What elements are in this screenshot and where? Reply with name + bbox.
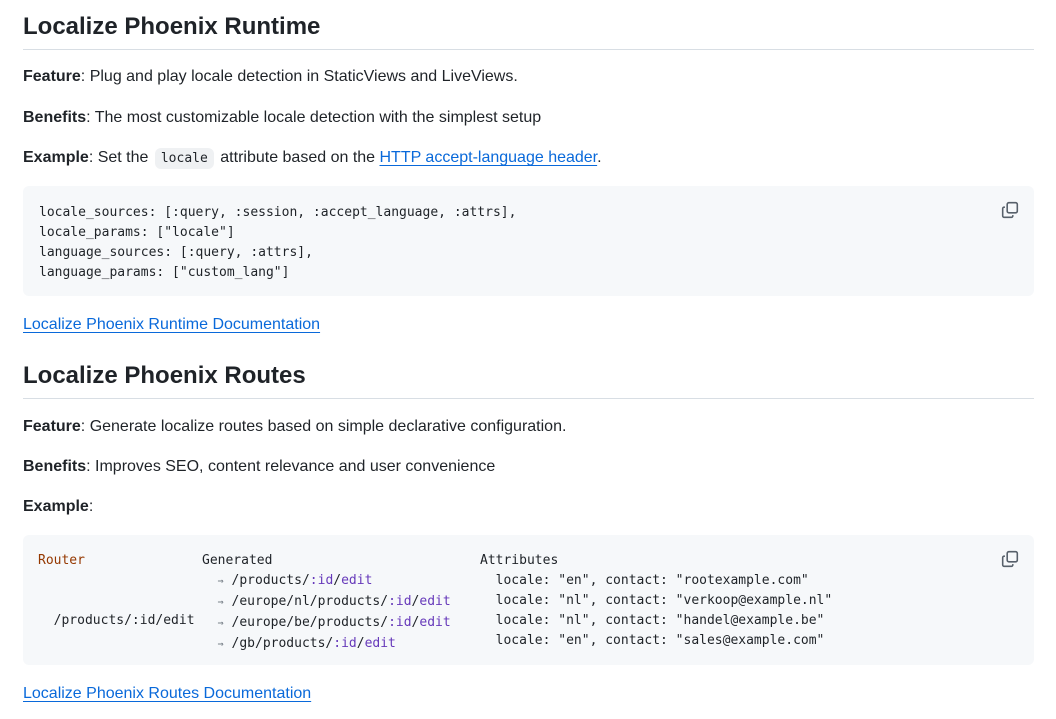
route-param: :id — [309, 573, 334, 588]
routes-example-label: Example — [23, 498, 89, 515]
locale-inline-code: locale — [154, 148, 214, 169]
route-action: edit — [419, 594, 451, 609]
copy-icon — [1001, 550, 1019, 568]
routes-doc-paragraph: Localize Phoenix Routes Documentation — [23, 683, 311, 705]
routes-feature-text: : Generate localize routes based on simp… — [80, 418, 567, 435]
route-param: :id — [388, 615, 412, 630]
router-path: /products/:id/edit — [53, 613, 195, 628]
code-line: locale_params: ["locale"] — [39, 225, 235, 240]
code-line: locale_sources: [:query, :session, :acce… — [39, 205, 517, 220]
runtime-example-suffix: . — [597, 149, 602, 166]
routes-benefits-label: Benefits — [23, 458, 87, 475]
routes-feature: Feature: Generate localize routes based … — [23, 416, 566, 438]
routes-heading: Localize Phoenix Routes — [23, 361, 1034, 399]
routes-feature-label: Feature — [23, 418, 81, 435]
routes-example-text: : — [88, 498, 94, 515]
routes-doc-link[interactable]: Localize Phoenix Routes Documentation — [23, 685, 312, 702]
attribute-row: locale: "nl", contact: "handel@example.b… — [495, 613, 825, 628]
generated-route: /gb/products/:id/edit — [232, 636, 396, 651]
attribute-row: locale: "nl", contact: "verkoop@example.… — [495, 593, 833, 608]
route-sep: / — [333, 573, 342, 588]
runtime-heading: Localize Phoenix Runtime — [23, 12, 1034, 50]
route-action: edit — [341, 573, 373, 588]
arrow-icon: ⇒ — [217, 576, 224, 587]
generated-route: /europe/nl/products/:id/edit — [232, 594, 451, 609]
route-prefix: /products/ — [231, 573, 310, 588]
runtime-feature-text: : Plug and play locale detection in Stat… — [80, 68, 518, 85]
runtime-doc-link[interactable]: Localize Phoenix Runtime Documentation — [23, 316, 321, 333]
copy-button[interactable] — [999, 548, 1021, 570]
runtime-example-prefix: : Set the — [88, 149, 153, 166]
attributes-column: Attributes locale: "en", contact: "roote… — [480, 551, 832, 651]
runtime-benefits: Benefits: The most customizable locale d… — [23, 107, 541, 129]
route-prefix: /gb/products/ — [231, 636, 334, 651]
accept-language-link[interactable]: HTTP accept-language header — [379, 149, 598, 166]
arrow-icon: ⇒ — [217, 618, 224, 629]
runtime-benefits-text: : The most customizable locale detection… — [86, 109, 542, 126]
arrow-icon: ⇒ — [217, 639, 224, 650]
copy-button[interactable] — [999, 199, 1021, 221]
attribute-row: locale: "en", contact: "rootexample.com" — [495, 573, 809, 588]
code-line: language_params: ["custom_lang"] — [39, 265, 290, 280]
copy-icon — [1001, 201, 1019, 219]
route-action: edit — [364, 636, 396, 651]
routes-example: Example: — [23, 496, 93, 518]
generated-route: /products/:id/edit — [232, 573, 373, 588]
router-column: Router /products/:id/edit — [38, 551, 195, 631]
route-sep: / — [356, 636, 365, 651]
router-header: Router — [38, 553, 85, 568]
generated-route: /europe/be/products/:id/edit — [232, 615, 451, 630]
code-line: language_sources: [:query, :attrs], — [39, 245, 313, 260]
route-prefix: /europe/be/products/ — [231, 615, 389, 630]
arrow-icon: ⇒ — [217, 597, 224, 608]
runtime-feature: Feature: Plug and play locale detection … — [23, 66, 518, 88]
runtime-code: locale_sources: [:query, :session, :acce… — [39, 203, 516, 283]
route-param: :id — [333, 636, 357, 651]
runtime-code-block: locale_sources: [:query, :session, :acce… — [23, 186, 1034, 296]
routes-benefits: Benefits: Improves SEO, content relevanc… — [23, 456, 495, 478]
route-action: edit — [419, 615, 451, 630]
route-sep: / — [411, 594, 420, 609]
attributes-header: Attributes — [480, 553, 559, 568]
runtime-example: Example: Set the locale attribute based … — [23, 147, 602, 170]
routes-benefits-text: : Improves SEO, content relevance and us… — [86, 458, 496, 475]
route-param: :id — [388, 594, 412, 609]
runtime-example-mid: attribute based on the — [215, 149, 380, 166]
generated-header: Generated — [202, 553, 273, 568]
route-sep: / — [411, 615, 420, 630]
runtime-example-label: Example — [23, 149, 89, 166]
runtime-doc-paragraph: Localize Phoenix Runtime Documentation — [23, 314, 320, 336]
generated-column: Generated ⇒ /products/:id/edit ⇒ /europe… — [202, 551, 451, 655]
route-prefix: /europe/nl/products/ — [231, 594, 389, 609]
runtime-feature-label: Feature — [23, 68, 81, 85]
routes-code-block: Router /products/:id/edit Generated ⇒ /p… — [23, 535, 1034, 665]
attribute-row: locale: "en", contact: "sales@example.co… — [495, 633, 825, 648]
runtime-benefits-label: Benefits — [23, 109, 87, 126]
